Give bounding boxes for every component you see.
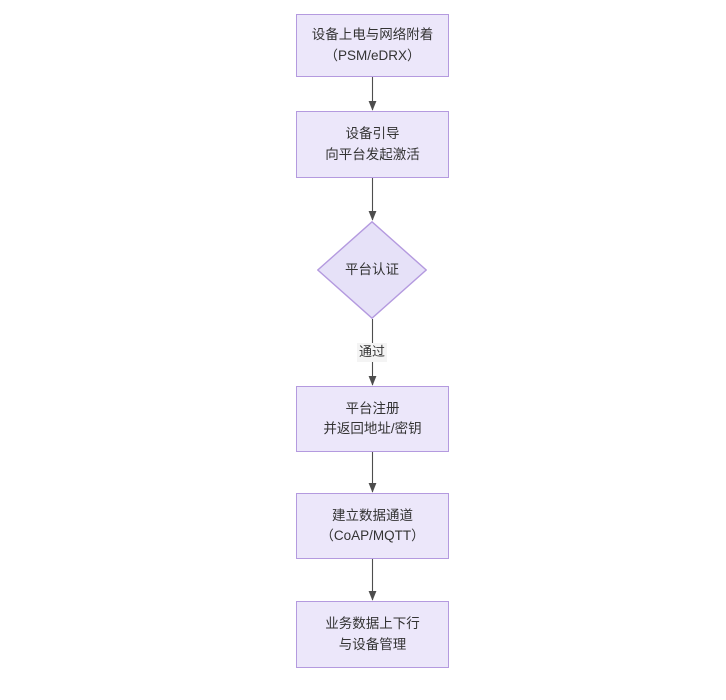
node-platform-register-line2: 并返回地址/密钥 [323,421,422,436]
node-bootstrap-line1: 设备引导 [345,126,400,142]
node-platform-register[interactable]: 平台注册 并返回地址/密钥 [296,386,449,452]
node-bootstrap-line2: 向平台发起激活 [325,146,420,162]
node-business-data-line1: 业务数据上下行 [325,616,420,632]
diamond-shape [317,221,427,319]
node-platform-auth-line1: 平台认证 [345,261,399,277]
node-platform-register-line1: 平台注册 [345,400,400,416]
node-power-on[interactable]: 设备上电与网络附着 （PSM/eDRX） [296,14,449,77]
node-business-data[interactable]: 业务数据上下行 与设备管理 [296,601,449,668]
node-data-channel-line2: （CoAP/MQTT） [320,528,425,543]
edge-label-pass: 通过 [356,343,388,362]
node-platform-auth-text: 平台认证 [345,260,399,280]
node-data-channel[interactable]: 建立数据通道 （CoAP/MQTT） [296,493,449,559]
node-business-data-line2: 与设备管理 [338,636,407,652]
node-data-channel-line1: 建立数据通道 [332,507,413,523]
node-power-on-line1: 设备上电与网络附着 [311,27,434,43]
node-power-on-line2: （PSM/eDRX） [324,47,421,63]
node-platform-auth[interactable]: 平台认证 [317,221,427,319]
node-bootstrap[interactable]: 设备引导 向平台发起激活 [296,111,449,178]
